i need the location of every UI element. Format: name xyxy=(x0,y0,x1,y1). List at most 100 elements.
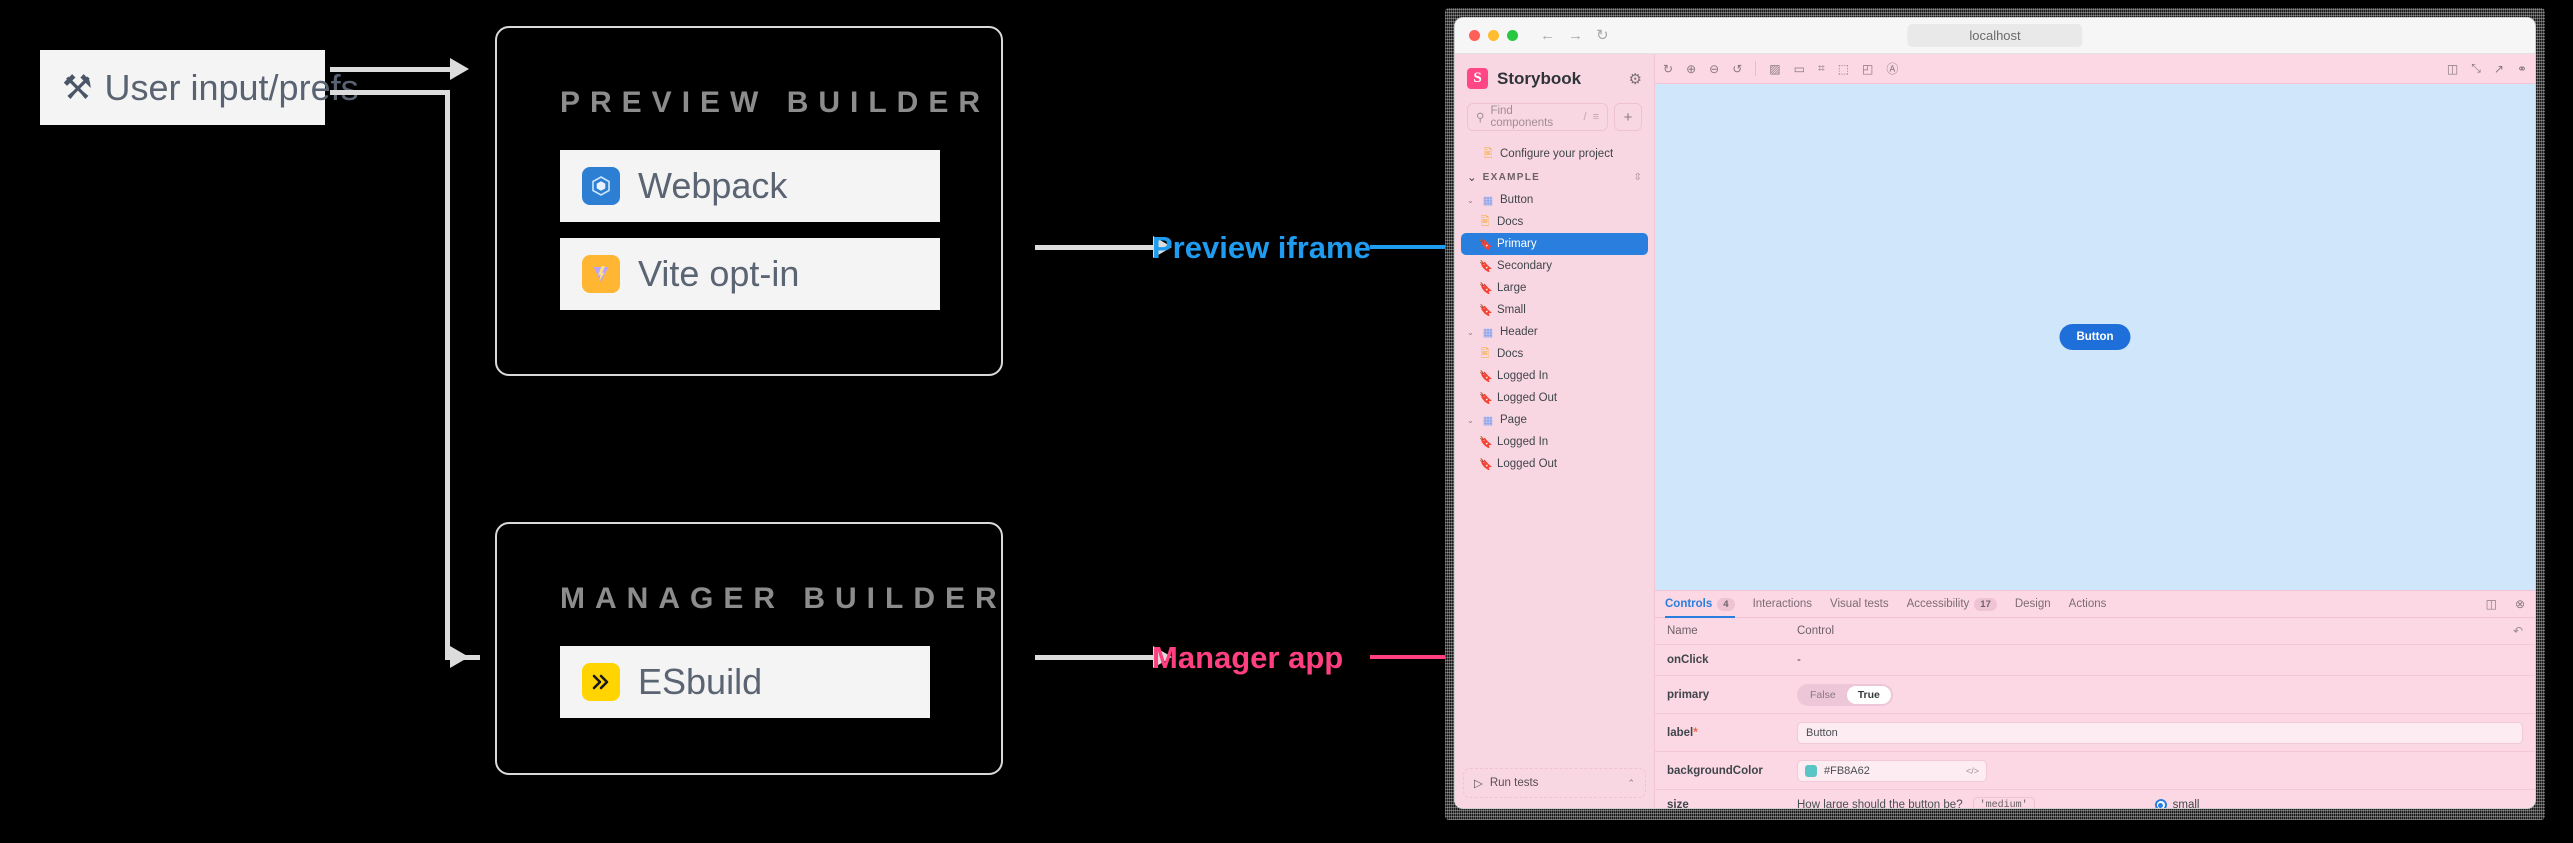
sidebar-item-button-primary[interactable]: 🔖 Primary xyxy=(1461,233,1648,255)
browser-nav[interactable]: ← → ↻ xyxy=(1540,28,1609,43)
sidebar-item-page-logged-out[interactable]: 🔖 Logged Out xyxy=(1461,453,1648,475)
sort-icon[interactable]: ⇳ xyxy=(1633,171,1642,183)
tab-visual-tests[interactable]: Visual tests xyxy=(1830,590,1889,618)
callout-arrow-head-manager xyxy=(1153,646,1172,668)
tab-count: 4 xyxy=(1717,597,1735,611)
color-swatch[interactable] xyxy=(1805,764,1817,777)
code-icon[interactable]: </> xyxy=(1965,765,1979,776)
story-preview-button[interactable]: Button xyxy=(2059,324,2131,350)
storybook-logo-icon: S xyxy=(1467,68,1488,89)
sidebar-item-header-logged-in[interactable]: 🔖 Logged In xyxy=(1461,365,1648,387)
sidebar-item-page-logged-in[interactable]: 🔖 Logged In xyxy=(1461,431,1648,453)
user-input-chip: ⚒ User input/prefs xyxy=(40,50,359,125)
measure-icon[interactable]: ⬚ xyxy=(1837,61,1850,76)
maximize-window-dot[interactable] xyxy=(1507,30,1518,41)
toggle-option-true[interactable]: True xyxy=(1846,685,1891,704)
tab-accessibility[interactable]: Accessibility 17 xyxy=(1907,590,1997,618)
preview-row-webpack[interactable]: Webpack xyxy=(560,150,940,222)
control-name: label* xyxy=(1667,727,1797,739)
control-value: Button xyxy=(1797,721,2523,744)
window-controls[interactable] xyxy=(1469,30,1518,41)
tab-interactions[interactable]: Interactions xyxy=(1753,590,1812,618)
add-component-button[interactable]: + xyxy=(1614,103,1642,131)
color-input[interactable]: #FB8A62 </> xyxy=(1797,759,1987,782)
grid-icon[interactable]: ⌗ xyxy=(1817,61,1825,75)
zoom-reset-icon[interactable]: ↺ xyxy=(1732,61,1743,76)
panel-position-icon[interactable]: ◫ xyxy=(2485,597,2497,611)
sidebar-item-page[interactable]: ⌄ ▦ Page xyxy=(1461,409,1648,431)
docs-icon: 🖹 xyxy=(1480,347,1490,360)
tab-label: Interactions xyxy=(1752,598,1813,610)
zoom-out-icon[interactable]: ⊖ xyxy=(1709,61,1720,76)
fullscreen-icon[interactable]: ⤡ xyxy=(2471,61,2481,75)
chevron-up-icon[interactable]: ⌃ xyxy=(1627,777,1635,788)
sidebar-item-button-docs[interactable]: 🖹 Docs xyxy=(1461,211,1648,233)
sidebar-group-label: EXAMPLE xyxy=(1482,171,1541,183)
radio-option-small[interactable]: small xyxy=(2154,799,2199,808)
gear-icon[interactable]: ⚙ xyxy=(1628,70,1642,88)
toggle-option-false[interactable]: False xyxy=(1810,688,1836,701)
search-placeholder: Find components xyxy=(1490,105,1554,129)
story-icon: 🔖 xyxy=(1479,260,1493,273)
reset-icon[interactable]: ↶ xyxy=(2512,624,2523,638)
sidebar-item-button-small[interactable]: 🔖 Small xyxy=(1461,299,1648,321)
filter-icon[interactable]: ≡ xyxy=(1592,111,1599,123)
storybook-title: Storybook xyxy=(1497,68,1582,88)
component-icon: ▦ xyxy=(1482,326,1494,339)
close-window-dot[interactable] xyxy=(1469,30,1480,41)
copy-link-icon[interactable]: ⚭ xyxy=(2516,61,2527,76)
sidebar-item-button[interactable]: ⌄ ▦ Button xyxy=(1461,189,1648,211)
sidebar-item-header-logged-out[interactable]: 🔖 Logged Out xyxy=(1461,387,1648,409)
sidebar-item-button-secondary[interactable]: 🔖 Secondary xyxy=(1461,255,1648,277)
remount-icon[interactable]: ↻ xyxy=(1663,61,1674,76)
control-value: False True xyxy=(1797,683,2523,706)
manager-row-esbuild[interactable]: ESbuild xyxy=(560,646,930,718)
sidebar-group-example[interactable]: ⌄ EXAMPLE ⇳ xyxy=(1461,165,1648,189)
browser-window: ← → ↻ localhost S Storybook ⚙ ⚲ xyxy=(1455,18,2535,808)
control-name: primary xyxy=(1667,688,1710,701)
preview-builder-box: PREVIEW BUILDER Webpack Vite opt-in xyxy=(495,26,1003,376)
component-icon: ▦ xyxy=(1482,414,1494,427)
outline-icon[interactable]: ◰ xyxy=(1862,61,1874,76)
search-input[interactable]: ⚲ Find components / ≡ xyxy=(1467,103,1608,131)
run-tests-button[interactable]: ▷ Run tests ⌃ xyxy=(1463,768,1646,798)
open-new-tab-icon[interactable]: ↗ xyxy=(2493,61,2504,76)
address-bar[interactable]: localhost xyxy=(1907,24,2083,47)
column-header-control: Control xyxy=(1797,625,1835,637)
control-value: - xyxy=(1797,654,1801,666)
run-tests-label: Run tests xyxy=(1489,777,1539,789)
browser-titlebar: ← → ↻ localhost xyxy=(1455,18,2535,54)
default-value-literal: 'medium' xyxy=(1972,796,2035,808)
tab-actions[interactable]: Actions xyxy=(2069,590,2107,618)
radio-icon[interactable] xyxy=(2154,799,2167,808)
background-icon[interactable]: ▨ xyxy=(1769,61,1781,76)
controls-panel: Name Control ↶ onClick - primary xyxy=(1655,618,2535,808)
callout-arrow-line-preview xyxy=(1035,245,1155,250)
sidebar-item-button-large[interactable]: 🔖 Large xyxy=(1461,277,1648,299)
minimize-window-dot[interactable] xyxy=(1488,30,1499,41)
sidebar-item-label: Primary xyxy=(1497,238,1537,250)
boolean-toggle[interactable]: False True xyxy=(1797,683,1893,706)
sidebar-item-configure[interactable]: 🖹 Configure your project xyxy=(1461,143,1648,165)
manager-builder-box: MANAGER BUILDER ESbuild xyxy=(495,522,1003,775)
tab-design[interactable]: Design xyxy=(2015,590,2051,618)
sidebar-item-label: Logged Out xyxy=(1497,392,1558,404)
reload-icon[interactable]: ↻ xyxy=(1596,27,1609,44)
label-text-input[interactable]: Button xyxy=(1797,721,2523,744)
sidebar-item-header[interactable]: ⌄ ▦ Header xyxy=(1461,321,1648,343)
close-panel-icon[interactable]: ⊗ xyxy=(2514,597,2525,611)
viewport-icon[interactable]: ▭ xyxy=(1793,61,1805,76)
preview-row-vite[interactable]: Vite opt-in xyxy=(560,238,940,310)
sidebar-item-header-docs[interactable]: 🖹 Docs xyxy=(1461,343,1648,365)
sidebar-toggle-icon[interactable]: ◫ xyxy=(2446,61,2459,76)
control-row-label: label* Button xyxy=(1655,714,2535,752)
zoom-in-icon[interactable]: ⊕ xyxy=(1686,61,1697,76)
preview-canvas: Button xyxy=(1655,84,2535,590)
play-icon: ▷ xyxy=(1474,778,1483,790)
accessibility-icon[interactable]: Ⓐ xyxy=(1886,62,1899,76)
back-icon[interactable]: ← xyxy=(1540,27,1555,44)
forward-icon[interactable]: → xyxy=(1568,27,1583,44)
addon-panel-tabs: Controls 4 Interactions Visual tests Acc… xyxy=(1655,590,2535,618)
tab-controls[interactable]: Controls 4 xyxy=(1665,590,1735,618)
control-row-size: size How large should the button be? 'me… xyxy=(1655,790,2535,808)
